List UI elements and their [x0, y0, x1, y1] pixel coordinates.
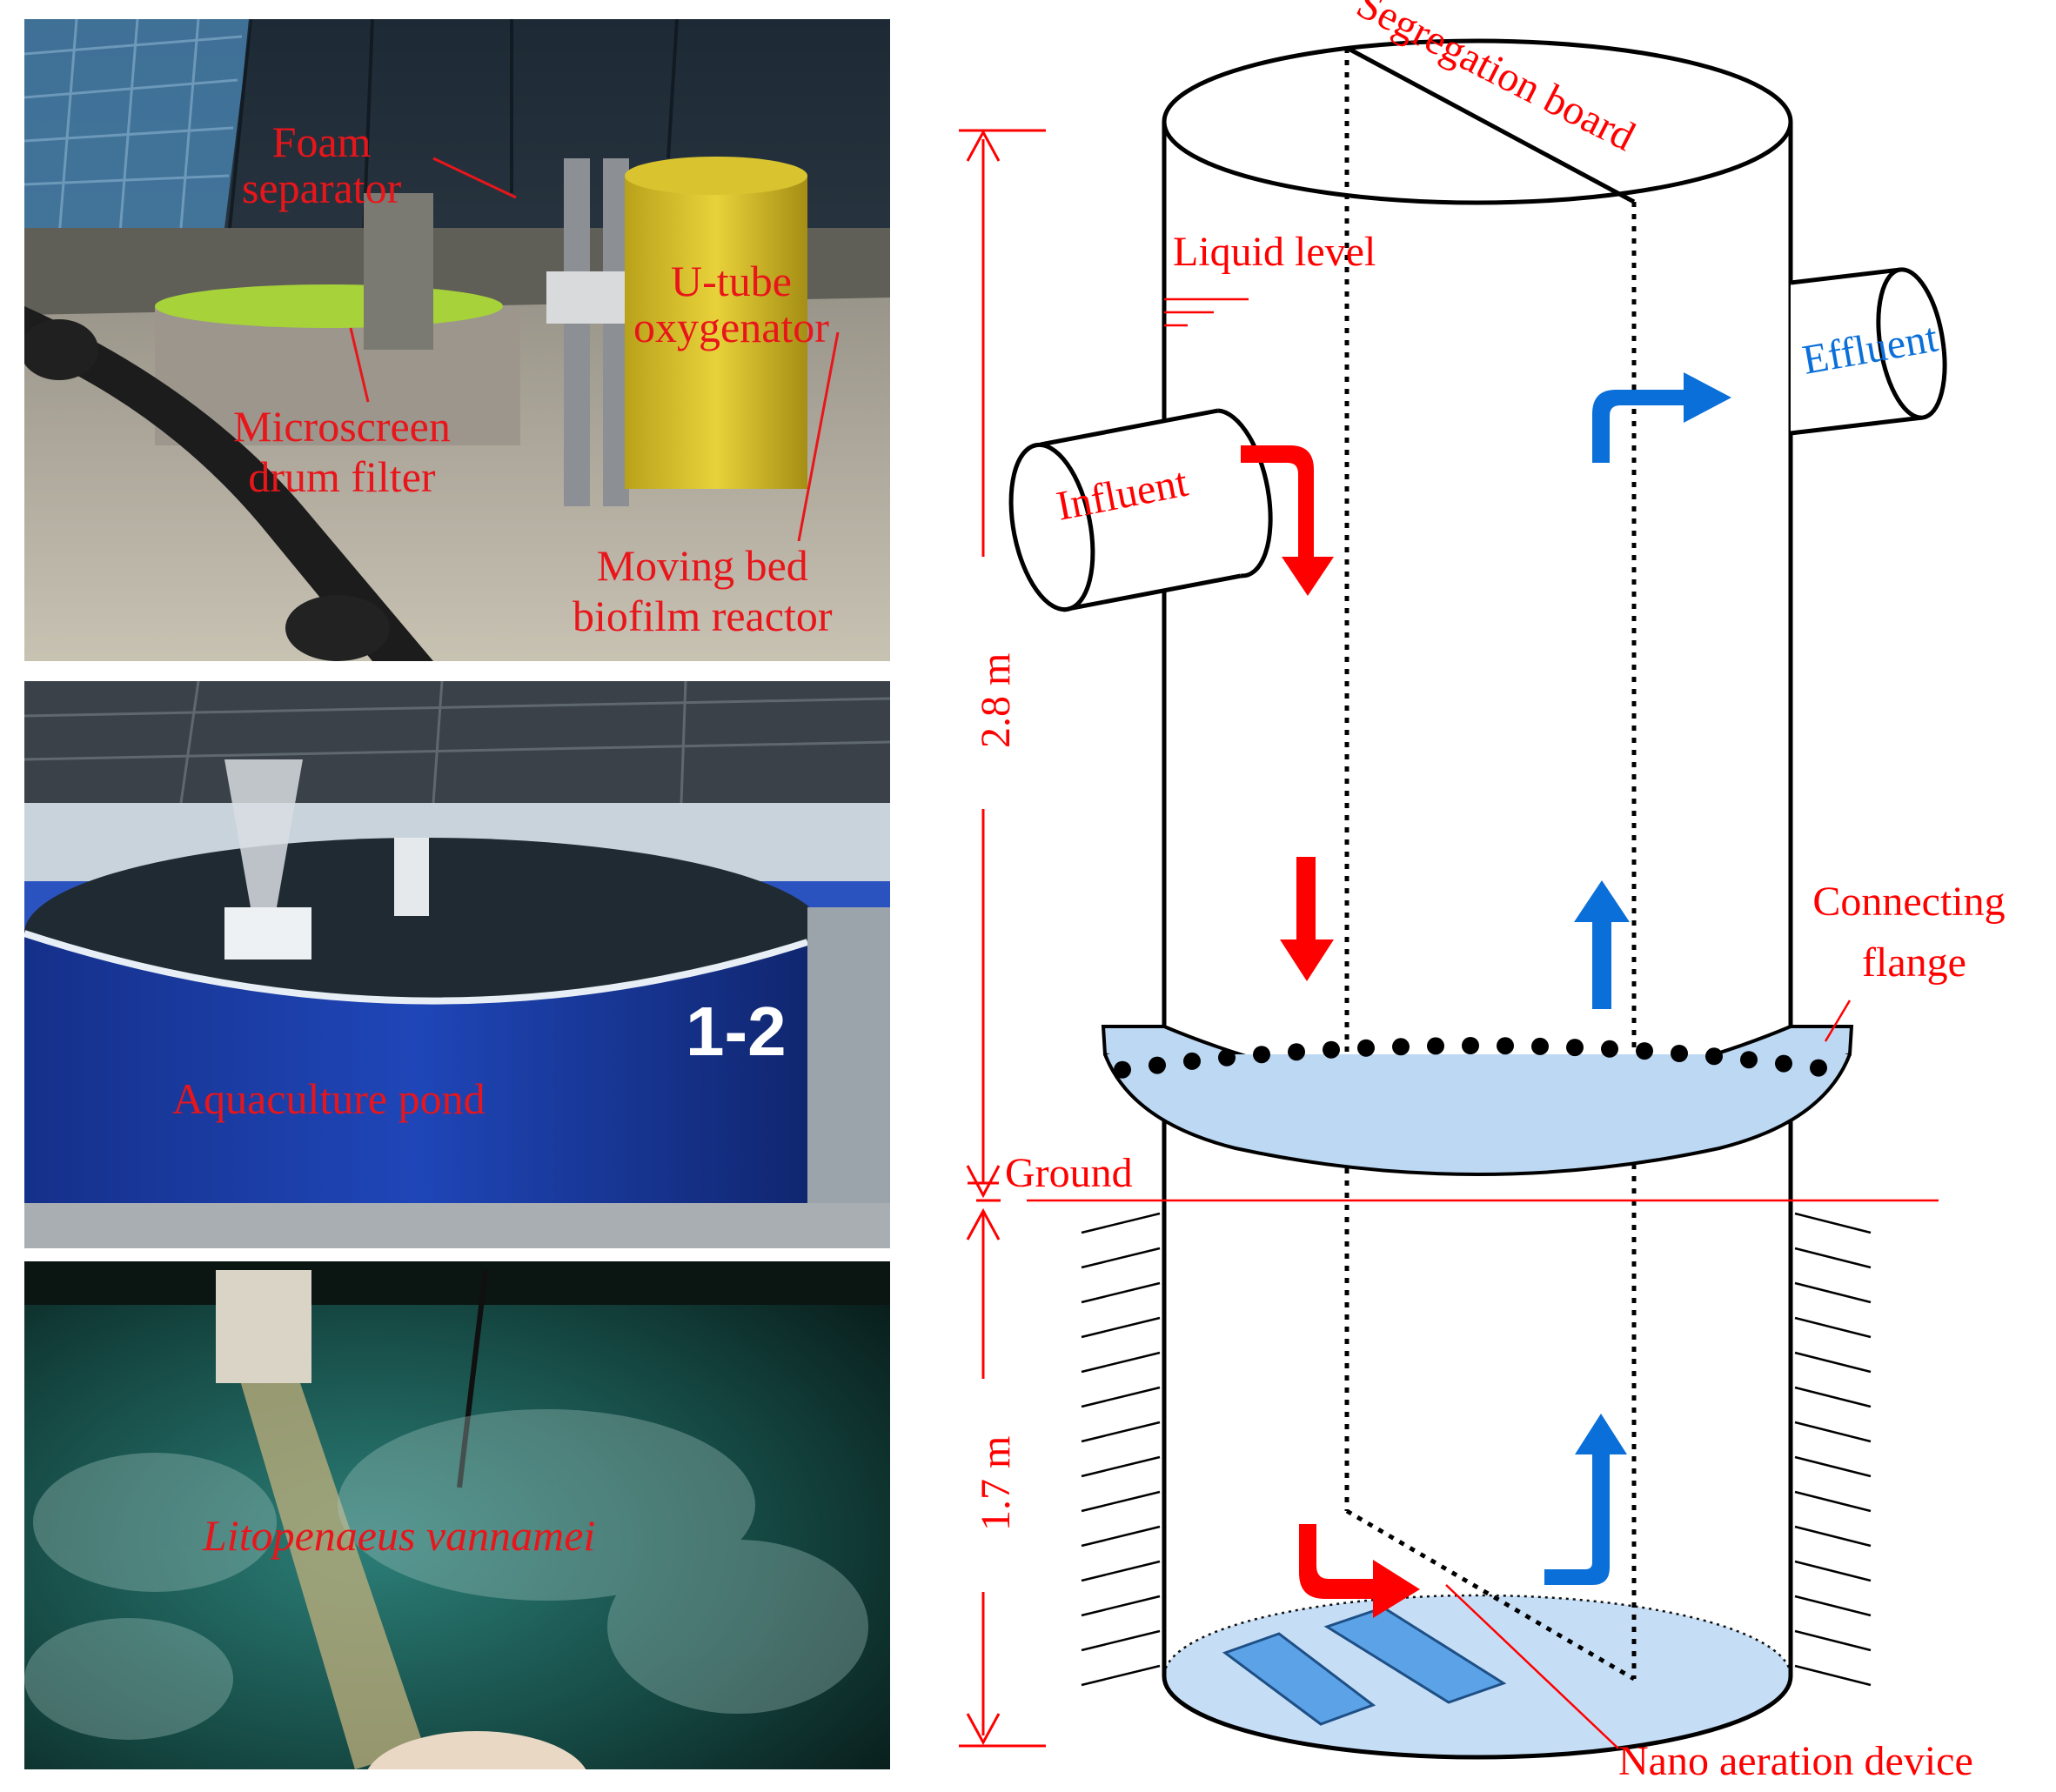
hatch-line [1081, 1490, 1161, 1513]
label-height-below-ground: 1.7 m [973, 1436, 1019, 1531]
hatch-line [1081, 1247, 1161, 1269]
hatch-line [1794, 1212, 1872, 1234]
hatch-line [1794, 1525, 1872, 1548]
influent-arrow-bottom [1299, 1524, 1420, 1618]
label-microscreen-drum-filter: Microscreen drum filter [233, 402, 451, 501]
flange-bolt [1323, 1040, 1340, 1059]
hatch-line [1081, 1351, 1161, 1374]
hatch-line [1794, 1386, 1872, 1408]
photo-litopenaeus-vannamei: Litopenaeus vannamei [24, 1261, 890, 1769]
hatch-line [1081, 1421, 1161, 1443]
hatch-line [1081, 1629, 1161, 1652]
dimension-lines [959, 129, 1046, 1748]
hatch-line [1794, 1560, 1872, 1582]
label-u-tube-oxygenator: U-tube oxygenator [633, 257, 829, 351]
segregation-board [1344, 45, 1637, 1682]
hatch-line [1794, 1316, 1872, 1339]
liquid-level-marker [1164, 298, 1249, 327]
shrimp-photo-illustration [24, 1261, 890, 1769]
effluent-flow-arrows [1544, 372, 1731, 1585]
flange-bolt [1114, 1060, 1131, 1079]
label-litopenaeus-vannamei: Litopenaeus vannamei [203, 1511, 596, 1560]
flange-bolt [1671, 1045, 1688, 1062]
hatch-line [1794, 1351, 1872, 1374]
flange-bolt [1531, 1037, 1549, 1055]
soil-hatch-right [1794, 1212, 1872, 1687]
flange-bolt [1810, 1059, 1827, 1077]
flange-bolt [1775, 1054, 1792, 1073]
flange-bolt [1253, 1046, 1270, 1064]
flange-bolt [1566, 1039, 1584, 1057]
flange-bolt [1462, 1037, 1479, 1054]
flange-bolt [1497, 1037, 1514, 1055]
facility-photo-illustration [24, 19, 890, 661]
hatch-line [1081, 1386, 1161, 1408]
flange-bolt [1740, 1051, 1758, 1069]
leader-lines [1445, 1000, 1852, 1749]
flange-bolt [1357, 1039, 1375, 1057]
soil-hatch-left [1081, 1212, 1161, 1687]
photo-aquaculture-pond: 1-2 Aquaculture pond [24, 681, 890, 1248]
label-foam-separator: Foam separator [242, 117, 402, 212]
flange-bolt [1288, 1043, 1305, 1061]
hatch-line [1081, 1281, 1161, 1304]
hatch-line [1794, 1629, 1872, 1652]
hatch-line [1081, 1664, 1161, 1687]
nano-aeration-device [1222, 1606, 1507, 1726]
influent-arrow-top [1241, 445, 1334, 596]
hatch-line [1081, 1455, 1161, 1478]
label-height-above-ground: 2.8 m [973, 653, 1019, 748]
pond-number-marking: 1-2 [686, 993, 787, 1070]
flange-bolt [1218, 1048, 1236, 1067]
hatch-line [1794, 1664, 1872, 1687]
pond-photo-illustration: 1-2 [24, 681, 890, 1248]
flange-bolt [1149, 1056, 1166, 1074]
hatch-line [1081, 1595, 1161, 1617]
label-ground: Ground [1005, 1150, 1133, 1196]
hatch-line [1794, 1490, 1872, 1513]
hatch-line [1794, 1247, 1872, 1269]
flange-bolt [1601, 1040, 1618, 1058]
influent-arrow-mid [1280, 857, 1334, 981]
hatch-line [1081, 1316, 1161, 1339]
flange-bolt [1427, 1037, 1444, 1055]
label-nano-aeration-device: Nano aeration device [1618, 1738, 1973, 1784]
influent-flow-arrows [1241, 445, 1420, 1618]
flange-bolt [1636, 1042, 1653, 1060]
effluent-pipe [1790, 267, 1947, 436]
hatch-line [1081, 1525, 1161, 1548]
effluent-arrow-mid [1574, 880, 1630, 1009]
flange-bolt [1392, 1038, 1410, 1056]
label-liquid-level: Liquid level [1173, 229, 1376, 275]
hatch-line [1081, 1212, 1161, 1234]
effluent-arrow-top [1592, 372, 1731, 463]
label-connecting-flange: Connecting flange [1812, 879, 2015, 986]
influent-pipe [1008, 408, 1273, 612]
photo-ras-facility: Foam separator U-tube oxygenator Microsc… [24, 19, 890, 661]
hatch-line [1794, 1421, 1872, 1443]
label-moving-bed-biofilm-reactor: Moving bed biofilm reactor [573, 541, 833, 640]
hatch-line [1794, 1455, 1872, 1478]
reactor-cylinder [1162, 38, 1793, 1760]
flange-bolt [1705, 1047, 1723, 1066]
hatch-line [1081, 1560, 1161, 1582]
flange-bolt [1183, 1052, 1201, 1070]
effluent-arrow-bottom [1544, 1414, 1627, 1585]
hatch-line [1794, 1595, 1872, 1617]
label-aquaculture-pond: Aquaculture pond [172, 1074, 486, 1123]
hatch-line [1794, 1281, 1872, 1304]
connecting-flange [1101, 1025, 1854, 1176]
